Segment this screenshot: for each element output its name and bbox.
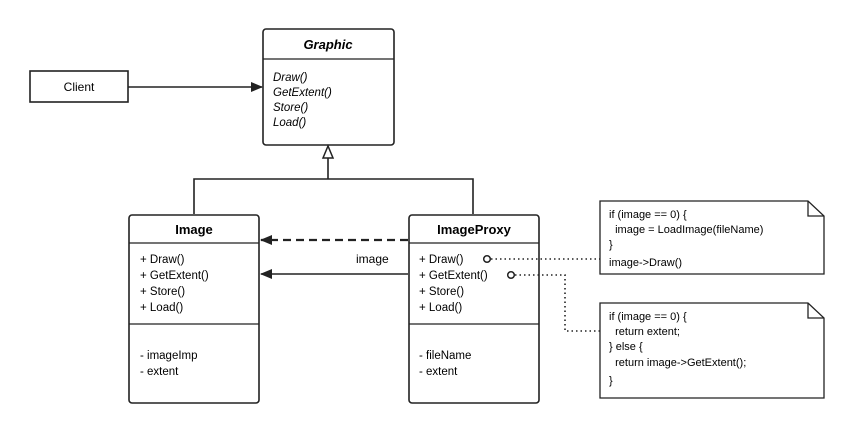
image-field: - extent [140,366,179,378]
image-method: + GetExtent() [140,270,209,282]
graphic-method: Load() [273,117,306,129]
note-extent-line: if (image == 0) { [609,311,687,323]
note-connector-draw [482,254,600,264]
image-method: + Draw() [140,254,185,266]
client-box: Client [29,70,129,103]
imageproxy-method: + Load() [419,302,462,314]
inheritance-connector [193,144,474,214]
note-anchor-icon [506,270,516,280]
note-extent-line: } else { [609,341,643,353]
imageproxy-class-title: ImageProxy [437,222,511,237]
imageproxy-method: + GetExtent() [419,270,488,282]
note-draw-line: image = LoadImage(fileName) [609,224,763,236]
association-label: image [356,252,389,266]
imageproxy-field: - extent [419,366,458,378]
note-draw-line: } [609,239,613,251]
note-fold-icon [807,303,824,319]
client-label: Client [64,80,95,94]
note-extent-line: return extent; [609,326,680,338]
imageproxy-field: - fileName [419,350,471,362]
note-extent-line: return image->GetExtent(); [609,357,746,369]
image-class: Image + Draw() + GetExtent() + Store() +… [128,214,260,404]
graphic-method: Store() [273,102,308,114]
image-method: + Load() [140,302,183,314]
inheritance-triangle-icon [321,144,335,159]
note-draw-line: image->Draw() [609,257,682,269]
image-field: - imageImp [140,350,198,362]
note-anchor-icon [482,254,492,264]
note-fold-icon [807,201,824,217]
note-extent-line: } [609,375,613,387]
graphic-method: Draw() [273,72,308,84]
note-draw: if (image == 0) { image = LoadImage(file… [599,200,825,275]
graphic-class: Graphic Draw() GetExtent() Store() Load(… [262,28,395,146]
graphic-method: GetExtent() [273,87,332,99]
note-connector-extent [506,270,600,332]
imageproxy-method: + Store() [419,286,464,298]
graphic-class-title: Graphic [303,37,353,52]
note-extent: if (image == 0) { return extent; } else … [599,302,825,399]
note-draw-line: if (image == 0) { [609,209,687,221]
imageproxy-class: ImageProxy + Draw() + GetExtent() + Stor… [408,214,540,404]
image-class-title: Image [175,222,213,237]
image-method: + Store() [140,286,185,298]
imageproxy-method: + Draw() [419,254,464,266]
